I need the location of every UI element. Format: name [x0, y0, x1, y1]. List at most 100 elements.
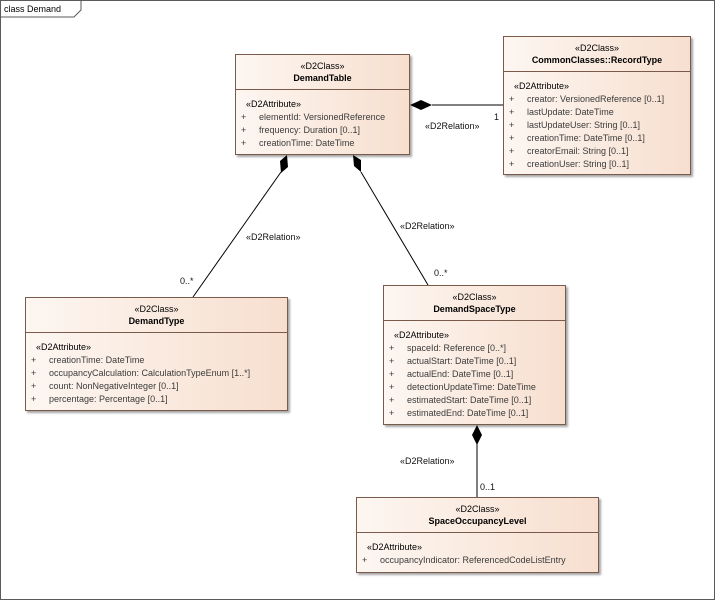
- attribute-text: creationTime: DateTime: [49, 355, 145, 365]
- attribute-text: occupancyIndicator: ReferencedCodeListEn…: [380, 555, 566, 565]
- attribute-compartment: «D2Attribute» + spaceId: Reference [0..*]…: [384, 321, 565, 420]
- multiplicity-label: 0..*: [180, 276, 194, 286]
- composition-diamond: [353, 155, 361, 172]
- visibility-marker: +: [509, 107, 515, 117]
- class-record-type[interactable]: «D2Class» CommonClasses::RecordType «D2A…: [503, 36, 691, 175]
- attribute-row[interactable]: + estimatedStart: DateTime [0..1]: [389, 394, 565, 407]
- attribute-text: estimatedStart: DateTime [0..1]: [407, 395, 532, 405]
- relation-label: «D2Relation»: [400, 221, 455, 231]
- visibility-marker: +: [389, 369, 395, 379]
- attribute-text: creationTime: DateTime [0..1]: [527, 133, 645, 143]
- attribute-row[interactable]: + spaceId: Reference [0..*]: [389, 342, 565, 355]
- class-demand-type[interactable]: «D2Class» DemandType «D2Attribute» + crea…: [25, 297, 288, 411]
- class-name: DemandType: [128, 316, 185, 326]
- visibility-marker: +: [389, 356, 395, 366]
- attribute-stereotype: «D2Attribute»: [367, 542, 423, 552]
- relation-space-type-occupancy: [472, 425, 482, 497]
- attribute-compartment: «D2Attribute» +elementId: VersionedRefer…: [236, 90, 409, 150]
- class-name: CommonClasses::RecordType: [531, 55, 663, 65]
- visibility-marker: +: [509, 133, 515, 143]
- attribute-text: actualEnd: DateTime [0..1]: [407, 369, 514, 379]
- visibility-marker: +: [389, 343, 395, 353]
- attribute-row[interactable]: + occupancyCalculation: CalculationTypeEn…: [31, 367, 287, 380]
- visibility-marker: +: [31, 368, 37, 378]
- class-space-occupancy-level[interactable]: «D2Class» SpaceOccupancyLevel «D2Attribu…: [356, 497, 599, 573]
- visibility-marker: +: [362, 555, 368, 565]
- multiplicity-label: 0..*: [434, 268, 448, 278]
- attribute-row[interactable]: + count: NonNegativeInteger [0..1]: [31, 380, 287, 393]
- attribute-row[interactable]: + creator: VersionedReference [0..1]: [509, 93, 690, 106]
- class-demand-space-type[interactable]: «D2Class» DemandSpaceType «D2Attribute» …: [383, 285, 566, 425]
- class-name: DemandSpaceType: [433, 304, 516, 314]
- relation-label: «D2Relation»: [400, 456, 455, 466]
- attribute-row[interactable]: + detectionUpdateTime: DateTime: [389, 381, 565, 394]
- class-stereotype: «D2Class»: [134, 304, 179, 314]
- attribute-text: lastUpdateUser: String [0..1]: [527, 120, 641, 130]
- attribute-text: actualStart: DateTime [0..1]: [407, 356, 517, 366]
- attribute-text: detectionUpdateTime: DateTime: [407, 382, 536, 392]
- visibility-marker: +: [389, 408, 395, 418]
- class-header: «D2Class» DemandSpaceType: [384, 286, 565, 321]
- frame-label: class Demand: [4, 4, 62, 14]
- attribute-stereotype: «D2Attribute»: [36, 342, 92, 352]
- attribute-compartment: «D2Attribute» + creationTime: DateTime + o…: [26, 333, 287, 406]
- visibility-marker: +: [31, 381, 37, 391]
- attribute-stereotype: «D2Attribute»: [514, 81, 570, 91]
- frame-tab: [0, 0, 82, 18]
- visibility-marker: +: [389, 395, 395, 405]
- attribute-compartment: «D2Attribute» + creator: VersionedReferen…: [504, 72, 690, 171]
- composition-diamond: [280, 155, 288, 173]
- attribute-text: creationTime: DateTime: [259, 138, 355, 148]
- attribute-row[interactable]: +estimatedEnd: DateTime [0..1]: [389, 407, 565, 420]
- attribute-text: occupancyCalculation: CalculationTypeEnu…: [49, 368, 251, 378]
- attribute-row[interactable]: +creatorEmail: String [0..1]: [509, 145, 690, 158]
- attribute-text: creationUser: String [0..1]: [527, 159, 630, 169]
- attribute-row[interactable]: + creationTime: DateTime [0..1]: [509, 132, 690, 145]
- attribute-row[interactable]: + percentage: Percentage [0..1]: [31, 393, 287, 406]
- attribute-row[interactable]: + creationTime: DateTime: [241, 137, 409, 150]
- class-header: «D2Class» DemandTable: [236, 55, 409, 90]
- attribute-text: creator: VersionedReference [0..1]: [527, 94, 665, 104]
- attribute-row[interactable]: +elementId: VersionedReference: [241, 111, 409, 124]
- visibility-marker: +: [389, 382, 395, 392]
- attribute-text: percentage: Percentage [0..1]: [49, 394, 168, 404]
- multiplicity-label: 0..1: [480, 482, 496, 492]
- visibility-marker: +: [241, 125, 247, 135]
- class-demand-table[interactable]: «D2Class» DemandTable «D2Attribute» +ele…: [235, 54, 410, 155]
- attribute-stereotype: «D2Attribute»: [246, 99, 302, 109]
- multiplicity-label: 1: [494, 112, 500, 122]
- attribute-text: elementId: VersionedReference: [259, 112, 386, 122]
- visibility-marker: +: [31, 355, 37, 365]
- visibility-marker: +: [31, 394, 37, 404]
- attribute-text: count: NonNegativeInteger [0..1]: [49, 381, 179, 391]
- attribute-stereotype: «D2Attribute»: [394, 330, 450, 340]
- visibility-marker: +: [509, 159, 515, 169]
- attribute-row[interactable]: + creationUser: String [0..1]: [509, 158, 690, 171]
- attribute-text: frequency: Duration [0..1]: [259, 125, 361, 135]
- class-stereotype: «D2Class»: [455, 504, 500, 514]
- attribute-text: spaceId: Reference [0..*]: [407, 343, 507, 353]
- attribute-row[interactable]: + actualStart: DateTime [0..1]: [389, 355, 565, 368]
- relation-label: «D2Relation»: [425, 121, 480, 131]
- attribute-compartment: «D2Attribute» + occupancyIndicator: Refer…: [357, 533, 598, 567]
- visibility-marker: +: [509, 94, 515, 104]
- composition-diamond: [410, 100, 432, 110]
- class-stereotype: «D2Class»: [300, 61, 345, 71]
- attribute-row[interactable]: + occupancyIndicator: ReferencedCodeListE…: [362, 554, 598, 567]
- attribute-row[interactable]: + creationTime: DateTime: [31, 354, 287, 367]
- attribute-row[interactable]: +lastUpdateUser: String [0..1]: [509, 119, 690, 132]
- relation-label: «D2Relation»: [246, 232, 301, 242]
- attribute-row[interactable]: + lastUpdate: DateTime: [509, 106, 690, 119]
- attribute-row[interactable]: + actualEnd: DateTime [0..1]: [389, 368, 565, 381]
- class-name: SpaceOccupancyLevel: [428, 516, 527, 526]
- attribute-row[interactable]: + frequency: Duration [0..1]: [241, 124, 409, 137]
- attribute-text: lastUpdate: DateTime: [527, 107, 614, 117]
- composition-diamond: [472, 425, 482, 445]
- relation-table-record: [410, 100, 503, 110]
- relation-table-space-type: [353, 155, 429, 286]
- relation-table-demand-type: [192, 155, 288, 298]
- class-name: DemandTable: [293, 73, 352, 83]
- class-header: «D2Class» CommonClasses::RecordType: [504, 37, 690, 72]
- visibility-marker: +: [241, 138, 247, 148]
